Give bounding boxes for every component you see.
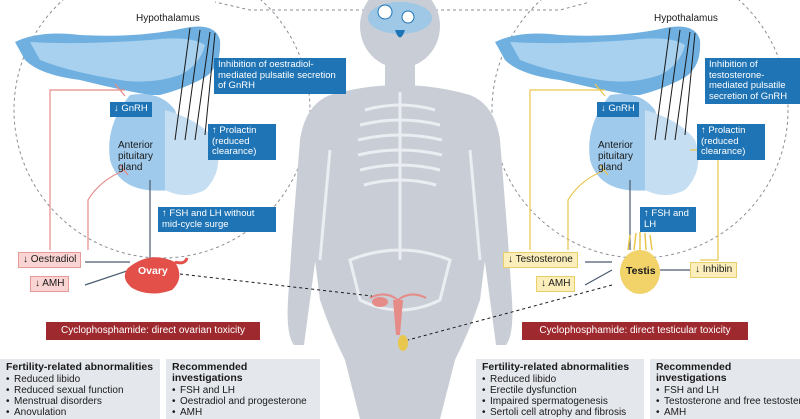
male-head-connector (405, 1, 591, 11)
list-item: Reduced libido (482, 374, 638, 385)
female-toxicity-bar: Cyclophosphamide: direct ovarian toxicit… (46, 322, 260, 340)
ovary-label: Ovary (138, 265, 168, 277)
male-gnrh-box: ↓ GnRH (597, 102, 639, 117)
female-fsh-lh-box: ↑ FSH and LH without mid-cycle surge (158, 207, 276, 232)
female-abnormalities-title: Fertility-related abnormalities (6, 361, 154, 373)
male-neuron-axons (654, 27, 696, 141)
male-prolactin-box: ↑ Prolactin (reduced clearance) (697, 124, 765, 160)
female-gnrh-box: ↓ GnRH (110, 102, 152, 117)
testis-label: Testis (626, 265, 656, 277)
male-hypothalamus-shape (495, 26, 701, 95)
male-amh-box: ↓ AMH (536, 276, 576, 292)
female-investigations-panel: Recommended investigations FSH and LH Oe… (166, 359, 320, 419)
male-toxicity-bar: Cyclophosphamide: direct testicular toxi… (522, 322, 748, 340)
female-axis-arrows (84, 180, 151, 286)
male-fsh-lh-box: ↑ FSH and LH (640, 207, 696, 232)
list-item: Reduced sexual function (6, 385, 154, 396)
list-item: FSH and LH (172, 385, 314, 396)
male-testosterone-box: ↓ Testosterone (503, 252, 578, 268)
male-testis-connector (407, 284, 613, 341)
testis-shape (620, 232, 660, 294)
female-head-connector (214, 1, 395, 11)
female-oestradiol-box: ↓ Oestradiol (18, 252, 82, 268)
female-prolactin-box: ↑ Prolactin (reduced clearance) (208, 124, 276, 160)
skeleton (318, 92, 482, 312)
female-pituitary-label: Anterior pituitary gland (118, 140, 154, 173)
female-amh-box: ↓ AMH (30, 276, 70, 292)
female-inset-circle (13, 0, 311, 259)
male-inset-circle (491, 0, 789, 259)
list-item: Reduced libido (6, 374, 154, 385)
list-item: Impaired spermatogenesis (482, 396, 638, 407)
list-item: Sertoli cell atrophy and fibrosis (482, 407, 638, 418)
female-ovary-connector (179, 273, 373, 297)
female-hypothalamus-shape (15, 26, 221, 95)
list-item: AMH (656, 407, 794, 418)
list-item: Anovulation (6, 407, 154, 418)
brain (368, 2, 432, 38)
list-item: Erectile dysfunction (482, 385, 638, 396)
female-feedback-lines (49, 83, 129, 250)
list-item: Menstrual disorders (6, 396, 154, 407)
male-inhibition-box: Inhibition of testosterone-mediated puls… (705, 58, 800, 104)
list-item: FSH and LH (656, 385, 794, 396)
female-inhibition-box: Inhibition of oestradiol-mediated pulsat… (214, 58, 346, 94)
male-inhibin-box: ↓ Inhibin (690, 262, 738, 278)
female-neuron-axons (174, 27, 216, 141)
list-item: Oestradiol and progesterone (172, 396, 314, 407)
ovary-shape (124, 257, 189, 294)
list-item: Testosterone and free testosterone (656, 396, 800, 407)
list-item: AMH (172, 407, 314, 418)
male-hypothalamus-label: Hypothalamus (654, 13, 718, 24)
male-abnormalities-panel: Fertility-related abnormalities Reduced … (476, 359, 644, 419)
male-abnormalities-title: Fertility-related abnormalities (482, 361, 630, 373)
female-hypothalamus-label: Hypothalamus (136, 13, 200, 24)
female-investigations-title: Recommended investigations (172, 361, 248, 384)
female-abnormalities-panel: Fertility-related abnormalities Reduced … (0, 359, 160, 419)
male-pituitary-label: Anterior pituitary gland (598, 140, 634, 173)
pelvic-organs (369, 293, 427, 351)
male-investigations-title: Recommended investigations (656, 361, 732, 384)
male-investigations-panel: Recommended investigations FSH and LH Te… (650, 359, 800, 419)
